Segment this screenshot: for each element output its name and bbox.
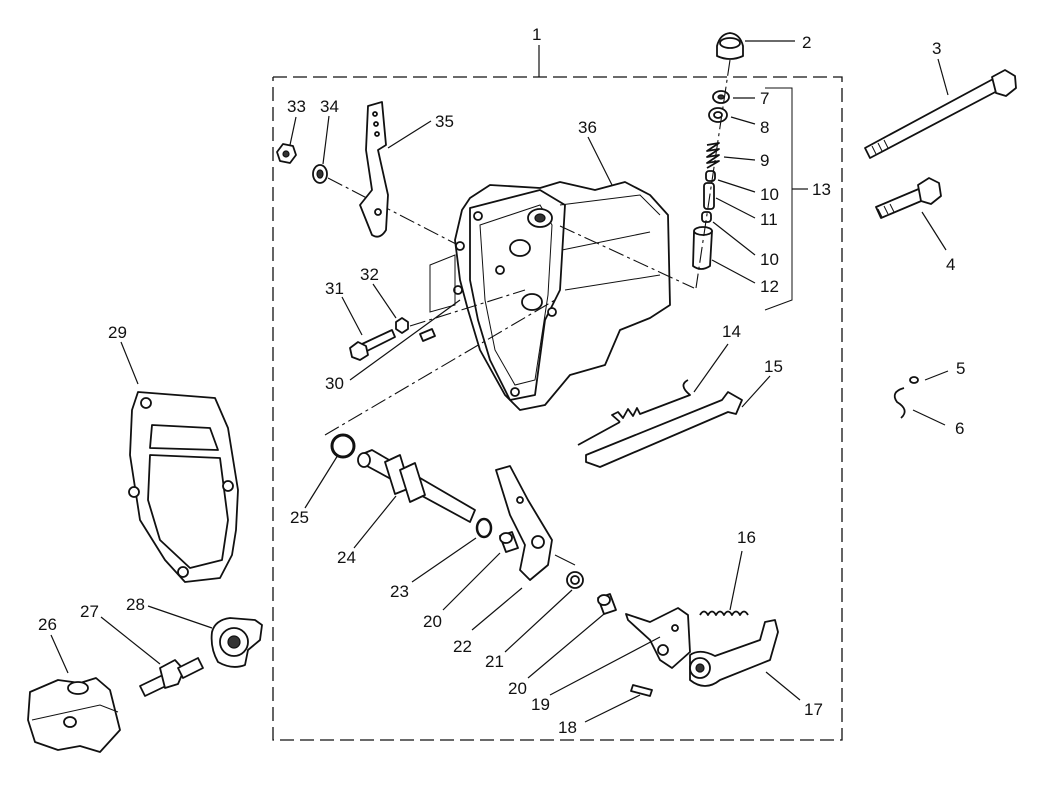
main-housing-part: [429, 181, 671, 411]
callout-labels: 1 2 3 4 5 6 7 8 9 10 11 10 12 13 14 15 1…: [38, 25, 965, 737]
stud-part: [139, 657, 204, 697]
callout-20-lower: 20: [508, 679, 527, 698]
group-bracket-13: [764, 87, 808, 311]
callout-10-lower: 10: [760, 250, 779, 269]
callout-15: 15: [764, 357, 783, 376]
callout-3: 3: [932, 39, 941, 58]
hex-nut-part: [276, 143, 297, 164]
callout-5: 5: [956, 359, 965, 378]
callout-20-upper: 20: [423, 612, 442, 631]
lock-washer-part: [312, 164, 328, 184]
shift-shaft-part: [357, 449, 476, 523]
bushing-lower-part: [597, 593, 617, 615]
small-ball-part: [909, 376, 919, 384]
leader-lines: [50, 40, 949, 723]
callout-12: 12: [760, 277, 779, 296]
callout-31: 31: [325, 279, 344, 298]
callout-10-upper: 10: [760, 185, 779, 204]
actuating-arm-part: [689, 619, 779, 687]
callout-16: 16: [737, 528, 756, 547]
callout-19: 19: [531, 695, 550, 714]
pin-part: [703, 182, 715, 210]
o-ring-part: [330, 433, 356, 459]
callout-9: 9: [760, 151, 769, 170]
cap-part: [716, 32, 744, 60]
callout-18: 18: [558, 718, 577, 737]
small-nut-part: [712, 90, 730, 104]
callout-25: 25: [290, 508, 309, 527]
snap-ring-part: [893, 387, 906, 419]
callout-11: 11: [760, 210, 778, 229]
callout-4: 4: [946, 255, 955, 274]
callout-24: 24: [337, 548, 356, 567]
callout-22: 22: [453, 637, 472, 656]
bushing-upper-part: [499, 531, 519, 553]
axis-line-lever: [327, 177, 459, 246]
callout-29: 29: [108, 323, 127, 342]
shift-lever-part: [495, 465, 576, 581]
callout-30: 30: [325, 374, 344, 393]
callout-7: 7: [760, 89, 769, 108]
cap-screw-part: [349, 329, 396, 361]
dowel-pin-part: [419, 328, 436, 342]
callout-8: 8: [760, 118, 769, 137]
coupler-part: [27, 677, 121, 753]
axis-line-shaft: [324, 299, 556, 436]
callout-6: 6: [955, 419, 964, 438]
callout-2: 2: [802, 33, 811, 52]
callout-34: 34: [320, 97, 339, 116]
callout-32: 32: [360, 265, 379, 284]
callout-35: 35: [435, 112, 454, 131]
link-bracket-part: [585, 391, 743, 468]
assembly-boundary: [272, 76, 843, 741]
plunger-part: [692, 226, 713, 270]
callout-23: 23: [390, 582, 409, 601]
callout-1: 1: [532, 25, 541, 44]
long-bolt-part: [864, 69, 1017, 159]
callout-27: 27: [80, 602, 99, 621]
small-hex-nut-part: [395, 317, 409, 334]
callout-28: 28: [126, 595, 145, 614]
callout-33: 33: [287, 97, 306, 116]
axis-line-plunger: [695, 59, 731, 289]
roll-pin-part: [630, 684, 653, 697]
callout-14: 14: [722, 322, 741, 341]
link-rod-part: [577, 379, 691, 446]
outer-lever-part: [359, 101, 389, 238]
short-bolt-part: [875, 177, 942, 219]
extension-spring-part: [699, 610, 749, 616]
callout-13: 13: [812, 180, 831, 199]
axis-line-screw: [409, 289, 526, 327]
callout-26: 26: [38, 615, 57, 634]
torsion-spring-part: [566, 571, 584, 589]
axis-line-housing: [559, 225, 695, 289]
callout-21: 21: [485, 652, 504, 671]
washer-part: [708, 107, 728, 123]
gasket-part: [128, 391, 239, 583]
retaining-ring-part: [475, 517, 493, 539]
ring-lower-part: [701, 211, 712, 223]
callout-17: 17: [804, 700, 823, 719]
callout-36: 36: [578, 118, 597, 137]
bearing-part: [210, 617, 263, 668]
